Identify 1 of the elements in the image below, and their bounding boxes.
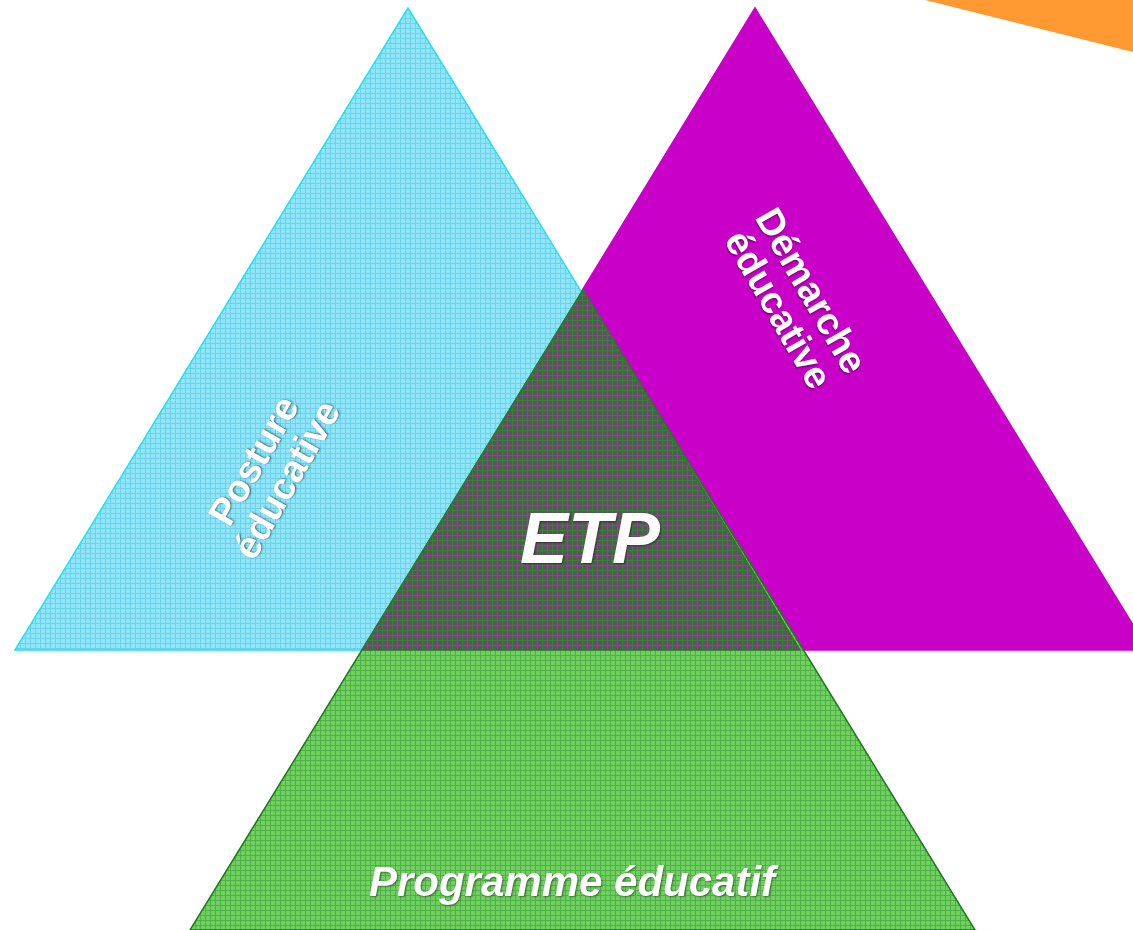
region-label: ETP xyxy=(520,502,660,574)
